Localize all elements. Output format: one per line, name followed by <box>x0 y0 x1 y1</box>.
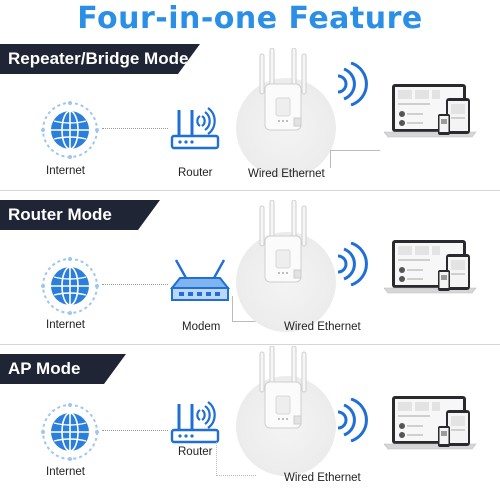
mode-banner: AP Mode <box>0 354 126 384</box>
section-divider <box>0 190 500 191</box>
connection-line <box>102 284 168 285</box>
mode-banner: Repeater/Bridge Mode <box>0 44 200 74</box>
section-divider <box>0 344 500 345</box>
mode-banner: Router Mode <box>0 200 160 230</box>
globe-icon <box>40 100 100 160</box>
globe-icon <box>40 402 100 462</box>
connection-line <box>102 430 168 431</box>
globe-icon <box>40 256 100 316</box>
middle-label: Router <box>178 167 213 179</box>
wifi-extender-icon <box>259 200 307 283</box>
connection-line <box>102 128 168 129</box>
ethernet-cable <box>232 296 256 322</box>
ethernet-cable <box>330 150 380 168</box>
middle-label: Router <box>178 446 213 458</box>
router-icon <box>170 400 220 444</box>
page-title: Four-in-one Feature <box>77 1 423 36</box>
laptop-icon <box>384 396 477 450</box>
ethernet-label: Wired Ethernet <box>248 168 325 180</box>
ethernet-label: Wired Ethernet <box>284 472 361 484</box>
wifi-signal-icon <box>336 62 368 106</box>
source-label: Internet <box>46 165 85 177</box>
ethernet-cable <box>216 442 256 476</box>
modem-icon <box>170 258 230 302</box>
ethernet-label: Wired Ethernet <box>284 321 361 333</box>
wifi-extender-icon <box>259 346 307 429</box>
laptop-icon <box>384 84 477 138</box>
section-router-mode: Router Mode Internet Modem Wired Etherne… <box>0 196 500 346</box>
laptop-icon <box>384 240 477 294</box>
wifi-signal-icon <box>336 398 368 442</box>
section-ap-mode: AP Mode Internet Router Wired Ethernet <box>0 346 500 488</box>
wifi-signal-icon <box>336 242 368 286</box>
router-icon <box>170 106 220 150</box>
source-label: Internet <box>46 319 85 331</box>
wifi-extender-icon <box>259 48 307 131</box>
middle-label: Modem <box>182 321 221 333</box>
section-repeater-mode: Repeater/Bridge Mode Internet Router Wir… <box>0 40 500 190</box>
source-label: Internet <box>46 466 85 478</box>
